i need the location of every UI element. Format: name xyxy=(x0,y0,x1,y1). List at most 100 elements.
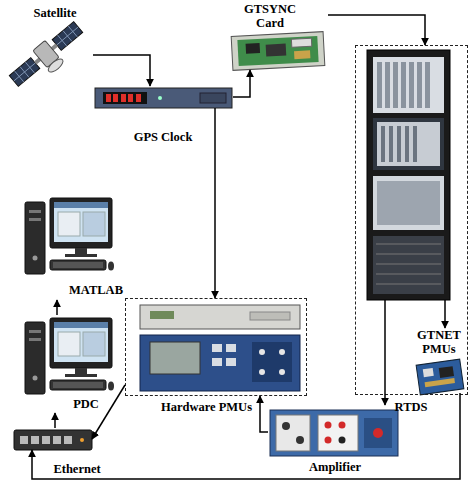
signal-arrow xyxy=(384,300,386,405)
ethernet-switch-image-part xyxy=(14,430,92,450)
hardware-pmu-devices-part xyxy=(140,335,300,391)
gtsync-card-node: GTSYNC Card xyxy=(228,2,328,70)
rtds-rack-image-part xyxy=(376,274,441,275)
hardware-pmu-devices-part xyxy=(279,349,285,355)
node-label: GTSYNC Card xyxy=(238,2,302,30)
ethernet-switch-image-part xyxy=(20,436,28,444)
pdc-computer-image-part xyxy=(25,318,114,394)
node-label: RTDS xyxy=(381,400,441,414)
node-label: Hardware PMUs xyxy=(130,400,252,414)
gps-clock-image-part xyxy=(121,94,126,102)
amplifier-node: Amplifier xyxy=(268,405,402,480)
amplifier-image-part xyxy=(296,436,304,444)
ethernet-switch-image xyxy=(14,430,92,450)
gtnet-card-image-part xyxy=(416,359,464,395)
amplifier-image-part xyxy=(318,415,358,451)
matlab-computer-image xyxy=(25,198,114,274)
signal-arrow xyxy=(233,70,250,97)
signal-arrow xyxy=(93,55,150,86)
rtds-rack-image-part xyxy=(381,126,385,162)
gps-clock-image-part xyxy=(158,96,162,100)
rtds-rack-image-part xyxy=(409,62,414,108)
rtds-rack-image-part xyxy=(373,57,444,113)
amplifier-image-part xyxy=(373,428,383,438)
amplifier-image-part xyxy=(325,422,332,429)
gtsync-card-image-part xyxy=(294,50,310,59)
hardware-pmu-devices-part xyxy=(226,358,236,366)
gps-clock-image-part xyxy=(103,92,147,104)
node-label: GPS Clock xyxy=(93,130,233,144)
matlab-node: MATLAB xyxy=(25,195,125,300)
rtds-rack-image-part xyxy=(373,118,444,170)
ethernet-node: Ethernet xyxy=(12,422,107,480)
hardware-pmu-devices-part xyxy=(212,344,222,352)
pdc-computer-image xyxy=(25,318,114,394)
rtds-rack-image-part xyxy=(413,126,417,162)
gtnet-card-image-part xyxy=(425,378,455,387)
amplifier-image-part xyxy=(364,418,392,448)
amplifier-image-part xyxy=(282,422,290,430)
gtnet-card-image xyxy=(416,359,464,395)
node-label: Satellite xyxy=(20,6,90,20)
rtds-rack-image-part xyxy=(376,244,441,245)
rtds-rack-image-part xyxy=(377,181,440,225)
rtds-rack-image-part xyxy=(425,62,430,108)
rtds-rack-image-part xyxy=(417,62,422,108)
rtds-rack-image-part xyxy=(377,122,440,166)
signal-arrow xyxy=(56,300,58,315)
rtds-rack-image-part xyxy=(373,176,444,230)
rtds-rack-image-part xyxy=(377,62,382,108)
gtnet-card-image-part xyxy=(439,366,454,378)
gtsync-card-image xyxy=(231,32,325,71)
amplifier-image-part xyxy=(276,415,310,451)
hardware-pmu-devices-part xyxy=(259,369,265,375)
node-label: Ethernet xyxy=(48,462,106,476)
node-label: Amplifier xyxy=(268,460,402,474)
rtds-rack-image-part xyxy=(389,126,393,162)
rtds-rack-image-part xyxy=(373,236,444,294)
gps-clock-image-part xyxy=(106,94,111,102)
signal-arrow xyxy=(444,300,446,328)
rtds-rack-image-part xyxy=(367,50,450,300)
signal-arrow xyxy=(92,385,125,439)
hardware-pmu-devices-part xyxy=(150,342,200,374)
ethernet-switch-image-part xyxy=(64,436,72,444)
hardware-pmu-group: Hardware PMUs xyxy=(125,298,307,396)
ethernet-switch-image-part xyxy=(42,436,50,444)
signal-arrow xyxy=(260,396,268,432)
node-label: PDC xyxy=(61,397,111,411)
gtsync-card-image-part xyxy=(246,43,261,54)
amplifier-image-part xyxy=(270,410,398,456)
hardware-pmu-devices-part xyxy=(150,311,174,319)
amplifier-image-part xyxy=(339,437,346,444)
ethernet-switch-image-part xyxy=(80,438,84,442)
ethernet-switch-image-part xyxy=(53,436,61,444)
hardware-pmu-devices-part xyxy=(250,312,290,320)
satellite-icon-part xyxy=(14,63,35,81)
signal-arrow xyxy=(328,15,425,45)
gtnet-pmu-node: GTNET PMUs xyxy=(412,328,466,393)
hardware-pmu-devices-part xyxy=(212,358,222,366)
amplifier-image xyxy=(270,410,398,456)
node-label: MATLAB xyxy=(67,283,125,297)
rtds-group: RTDSGTNET PMUs xyxy=(355,45,468,395)
satellite-icon xyxy=(7,19,91,96)
amplifier-image-part xyxy=(339,422,346,429)
hardware-pmu-devices-part xyxy=(252,342,292,382)
signal-arrow xyxy=(214,108,216,298)
pdc-node: PDC xyxy=(25,315,125,413)
gtsync-card-image-part xyxy=(266,44,287,57)
rtds-rack-image-part xyxy=(385,62,390,108)
rtds-rack-image-part xyxy=(376,284,441,285)
rtds-rack-image-part xyxy=(393,62,398,108)
gtsync-card-image-part xyxy=(237,36,318,66)
gtnet-card-image-part xyxy=(423,368,434,377)
node-label: GTNET PMUs xyxy=(412,328,466,356)
satellite-node: Satellite xyxy=(8,4,93,86)
rtds-rack-image xyxy=(367,50,450,300)
gps-clock-image-part xyxy=(136,94,141,102)
gps-clock-image-part xyxy=(200,93,226,103)
amplifier-image-part xyxy=(325,437,332,444)
